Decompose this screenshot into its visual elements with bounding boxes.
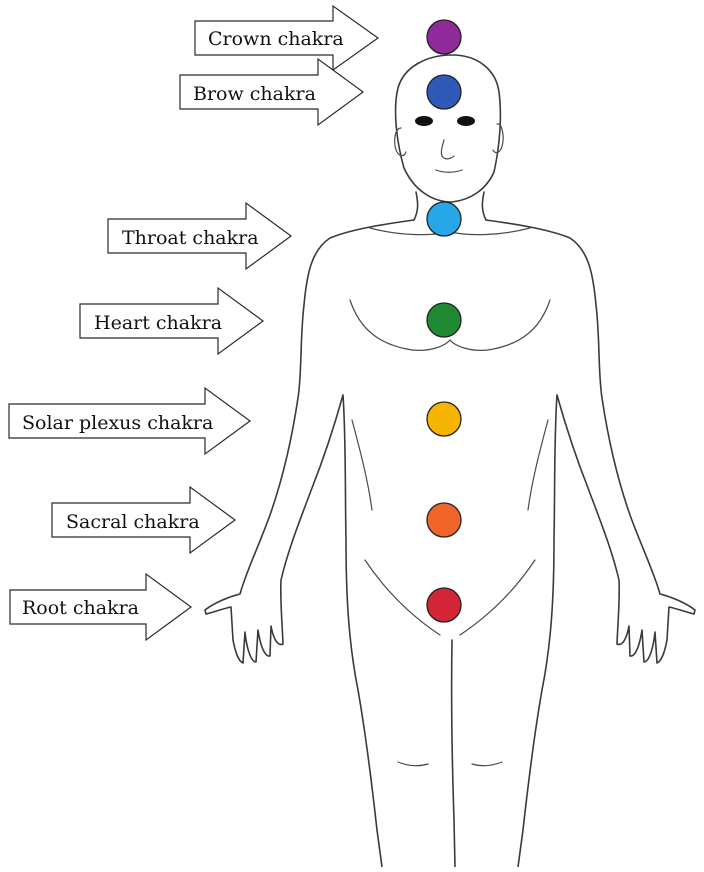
right-eye bbox=[457, 116, 475, 126]
mouth bbox=[436, 170, 462, 172]
arrow-sacral: Sacral chakra bbox=[52, 487, 235, 553]
label-sacral: Sacral chakra bbox=[66, 511, 200, 533]
sacral-chakra-dot bbox=[427, 503, 461, 537]
knee-right bbox=[472, 762, 502, 766]
label-brow: Brow chakra bbox=[193, 83, 316, 105]
arrow-root: Root chakra bbox=[10, 574, 191, 640]
abdomen-left bbox=[352, 420, 372, 510]
hip-right bbox=[460, 560, 535, 635]
face bbox=[415, 116, 475, 172]
chakra-arrows: Crown chakra Brow chakra Throat chakra H… bbox=[9, 6, 378, 640]
heart-chakra-dot bbox=[427, 303, 461, 337]
label-throat: Throat chakra bbox=[122, 227, 259, 249]
knee-left bbox=[398, 762, 428, 766]
left-eye bbox=[415, 116, 433, 126]
chakra-dots bbox=[427, 20, 461, 622]
arrow-throat: Throat chakra bbox=[108, 203, 291, 269]
label-root: Root chakra bbox=[22, 597, 139, 619]
body-right-outline bbox=[486, 220, 695, 867]
nose bbox=[441, 140, 454, 159]
neck-right bbox=[482, 192, 486, 220]
arrow-crown: Crown chakra bbox=[195, 6, 378, 70]
arrow-solar-plexus: Solar plexus chakra bbox=[9, 388, 250, 454]
solar-plexus-chakra-dot bbox=[427, 402, 461, 436]
arrow-heart: Heart chakra bbox=[80, 288, 263, 354]
throat-chakra-dot bbox=[427, 202, 461, 236]
abdomen-right bbox=[528, 420, 548, 510]
body-outline bbox=[205, 55, 695, 867]
label-crown: Crown chakra bbox=[208, 28, 344, 50]
chest-right bbox=[450, 300, 550, 350]
root-chakra-dot bbox=[427, 588, 461, 622]
label-solar-plexus: Solar plexus chakra bbox=[22, 412, 213, 434]
brow-chakra-dot bbox=[427, 75, 461, 109]
neck-left bbox=[414, 192, 418, 220]
inner-leg bbox=[452, 640, 455, 867]
crown-chakra-dot bbox=[427, 20, 461, 54]
label-heart: Heart chakra bbox=[94, 312, 222, 334]
